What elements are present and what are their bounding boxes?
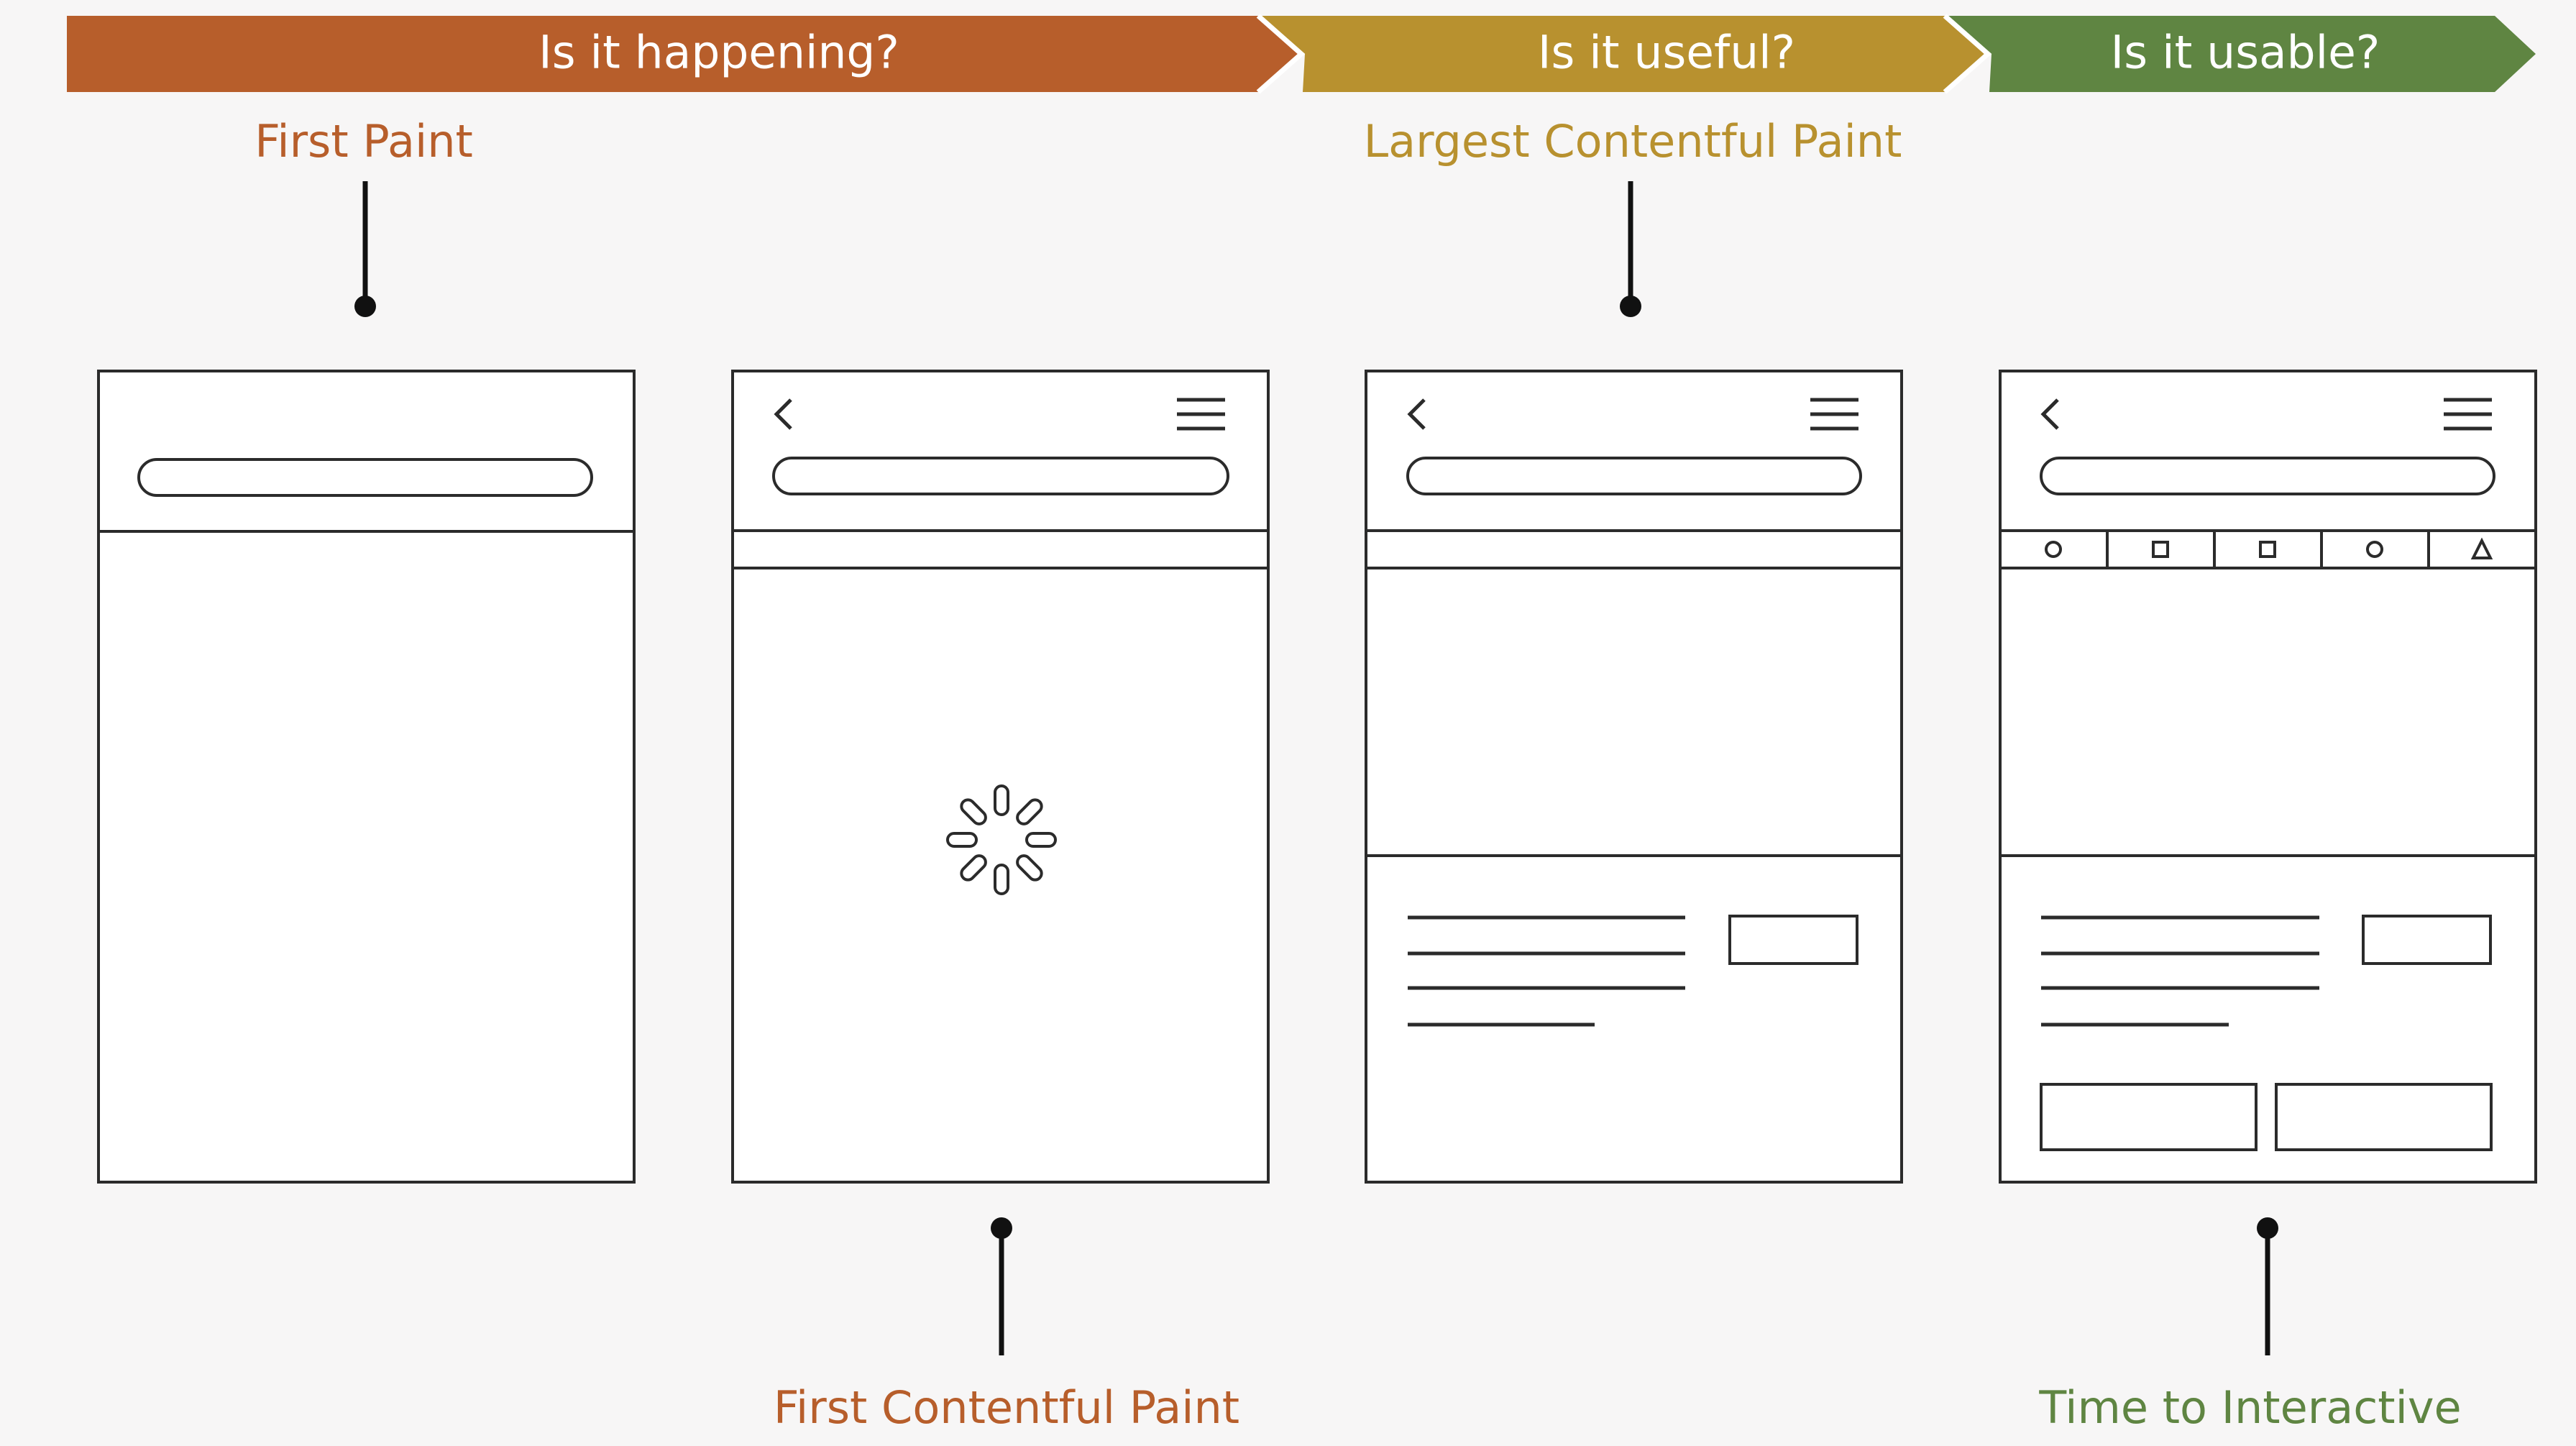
tab-square-icon <box>2259 541 2276 558</box>
hamburger-menu-icon <box>1810 398 1858 431</box>
address-bar <box>1406 457 1862 495</box>
stage-label-usable: Is it usable? <box>2110 26 2380 79</box>
milestone-label-largest-contentful-paint: Largest Contentful Paint <box>1363 115 1902 168</box>
stage-banner-useful <box>1262 16 1988 92</box>
stage-label-useful: Is it useful? <box>1537 26 1796 79</box>
hamburger-menu-icon <box>1177 398 1225 431</box>
hamburger-menu-icon <box>2444 398 2492 431</box>
phone-frame-largest-contentful-paint <box>1365 370 1903 1184</box>
chevron-left-icon <box>1407 398 1426 430</box>
tab-square-icon <box>2152 541 2169 558</box>
chevron-left-icon <box>774 398 792 430</box>
action-button-left <box>2040 1083 2258 1151</box>
action-button-right <box>2275 1083 2493 1151</box>
phone-frame-time-to-interactive <box>1999 370 2537 1184</box>
stage-label-happening: Is it happening? <box>538 26 899 79</box>
chevron-left-icon <box>2040 398 2059 430</box>
milestone-label-time-to-interactive: Time to Interactive <box>2039 1381 2462 1434</box>
stage-banner-usable <box>1948 16 2536 92</box>
pin-first-contentful-paint <box>991 1217 1012 1355</box>
phone-frame-first-paint <box>97 370 636 1184</box>
address-bar <box>2040 457 2495 495</box>
content-text-lines <box>1408 915 1685 1027</box>
content-box <box>2362 915 2492 965</box>
address-bar <box>137 458 593 497</box>
tab-triangle-icon <box>2470 537 2493 559</box>
address-bar <box>772 457 1229 495</box>
pin-largest-contentful-paint <box>1620 181 1641 317</box>
loading-spinner-icon <box>946 784 1057 895</box>
pin-first-paint <box>354 181 376 317</box>
pin-time-to-interactive <box>2257 1217 2278 1355</box>
tab-circle-icon <box>2045 541 2062 558</box>
content-text-lines <box>2041 915 2319 1027</box>
tab-circle-icon <box>2366 541 2383 558</box>
milestone-label-first-contentful-paint: First Contentful Paint <box>773 1381 1240 1434</box>
milestone-label-first-paint: First Paint <box>255 115 473 168</box>
content-box <box>1728 915 1858 965</box>
phone-frame-first-contentful-paint <box>731 370 1270 1184</box>
stage-banner-happening <box>67 16 1301 92</box>
